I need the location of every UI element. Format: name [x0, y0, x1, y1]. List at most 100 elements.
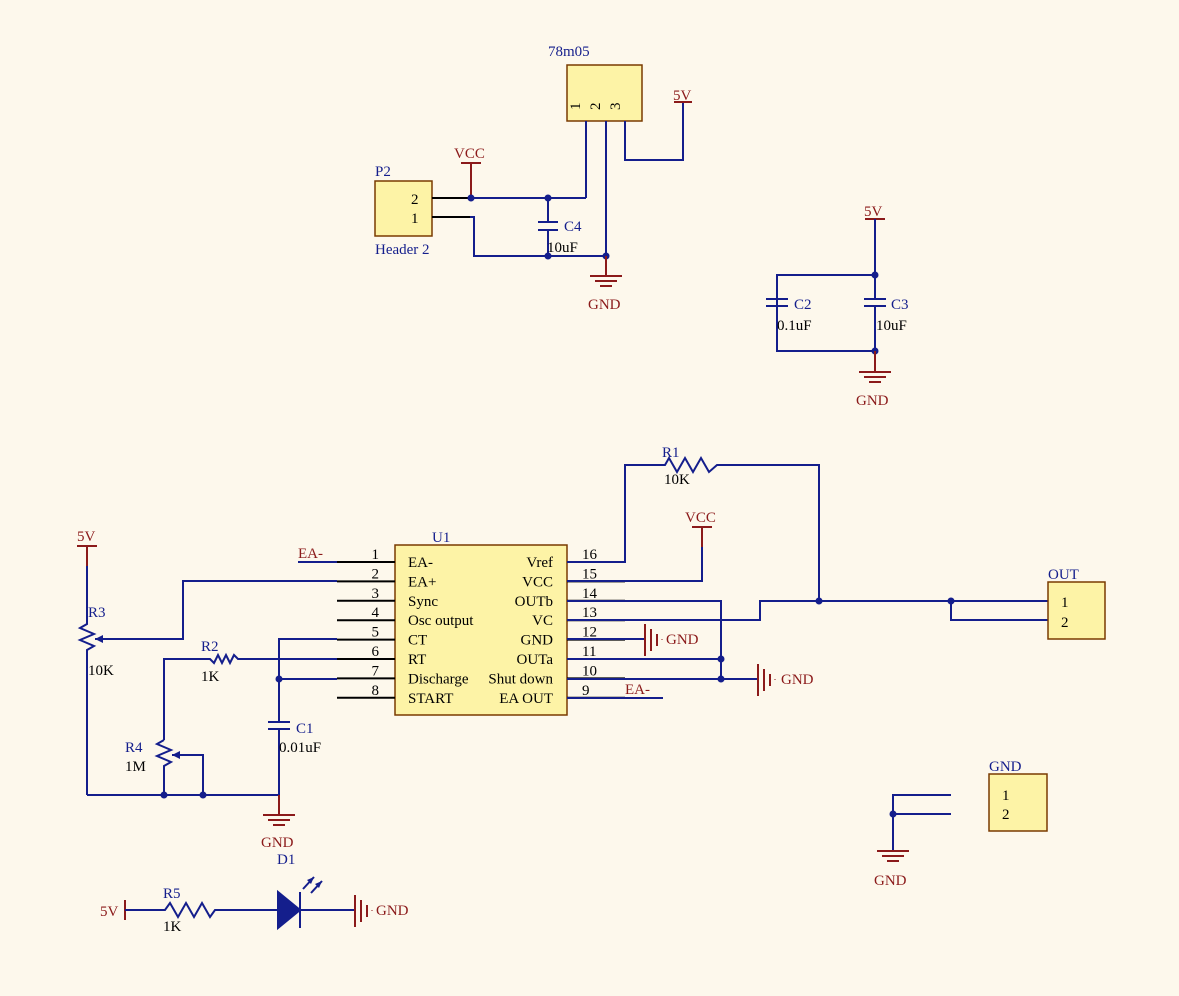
r3-value: 10K — [88, 663, 114, 679]
gndconn-pin1-label: 1 — [1002, 788, 1010, 804]
r5-designator: R5 — [163, 886, 181, 902]
net-label-gnd-p1: GND — [588, 297, 621, 313]
p2-value: Header 2 — [375, 242, 430, 258]
c2-designator: C2 — [794, 297, 812, 313]
c1-value: 0.01uF — [279, 740, 321, 756]
p1-value: 78m05 — [548, 44, 590, 60]
out-designator: OUT — [1048, 567, 1079, 583]
c1-designator: C1 — [296, 721, 314, 737]
u1-pin-name: GND — [521, 633, 554, 649]
u1-pin-name: VCC — [522, 574, 553, 590]
u1-pin-number: 8 — [372, 683, 380, 699]
p2-body — [374, 180, 433, 237]
r1-designator: R1 — [662, 445, 680, 461]
p1-pin3-label: 3 — [608, 103, 624, 111]
u1-pin-name: Discharge — [408, 671, 469, 687]
regulator-p1: 78m05 P1 1 2 3 — [548, 44, 684, 256]
u1-pin-name: CT — [408, 633, 427, 649]
net-label-5v-r3: 5V — [77, 529, 96, 545]
power-flag-5v-led: 5V — [100, 900, 126, 920]
u1-pin-number: 5 — [372, 625, 380, 641]
r4-designator: R4 — [125, 740, 143, 756]
c4-value: 10uF — [547, 240, 578, 256]
gndconn-pin2-label: 2 — [1002, 807, 1010, 823]
power-flag-vcc-u1: VCC — [567, 510, 716, 582]
power-flag-vcc-top: VCC — [454, 146, 485, 198]
u1-pin-number: 11 — [582, 644, 596, 660]
u1-pin-name: Osc output — [408, 613, 474, 629]
ground-symbol-decoupling: GND — [856, 351, 891, 409]
ground-symbol-pin10: GND — [757, 664, 814, 696]
c4-designator: C4 — [564, 219, 582, 235]
r3-designator: R3 — [88, 605, 106, 621]
u1-pin-number: 3 — [372, 586, 380, 602]
led-d1: D1 — [277, 852, 355, 931]
net-label-gnd-timing: GND — [261, 835, 294, 851]
potentiometer-r4: R4 1M — [125, 739, 204, 795]
u1-pin-name: VC — [532, 613, 553, 629]
net-label-gnd-connector: GND — [874, 873, 907, 889]
u1-designator: U1 — [432, 530, 450, 546]
net-label-5v-led: 5V — [100, 904, 119, 920]
u1-pin-number: 9 — [582, 683, 590, 699]
u1-pin-number: 15 — [582, 566, 597, 582]
r4-value: 1M — [125, 759, 146, 775]
ground-symbol-led: GND — [354, 895, 409, 927]
u1-pin-name: EA+ — [408, 574, 436, 590]
u1-pin-name: RT — [408, 652, 426, 668]
u1-pin-name: Shut down — [488, 671, 553, 687]
d1-designator: D1 — [277, 852, 295, 868]
net-label-5v: 5V — [673, 88, 692, 104]
u1-pin-number: 1 — [372, 547, 380, 563]
gndconn-designator: GND — [989, 759, 1022, 775]
ground-symbol-timing: GND — [261, 795, 295, 851]
u1-pin-number: 2 — [372, 566, 380, 582]
resistor-r2: R2 1K — [163, 639, 337, 740]
c3-value: 10uF — [876, 318, 907, 334]
r2-designator: R2 — [201, 639, 219, 655]
ground-symbol-p1: GND — [588, 256, 622, 313]
c3-designator: C3 — [891, 297, 909, 313]
u1-pin-name: OUTa — [517, 652, 554, 668]
c2-value: 0.1uF — [777, 318, 812, 334]
net-label-gnd-pin12: GND — [666, 632, 699, 648]
u1-pin-name: EA- — [408, 555, 433, 571]
net-label-gnd-decoupling: GND — [856, 393, 889, 409]
u1-pin-name: Vref — [526, 555, 553, 571]
u1-pin-number: 13 — [582, 605, 597, 621]
capacitor-c3: C3 10uF — [864, 275, 909, 351]
ground-symbol-pin12: GND — [567, 624, 699, 656]
r2-value: 1K — [201, 669, 220, 685]
header-p2: P2 2 1 Header 2 — [374, 164, 470, 258]
p1-pin2-label: 2 — [588, 103, 604, 111]
connector-out: OUT 1 2 — [1047, 567, 1106, 640]
u1-pin-number: 10 — [582, 663, 597, 679]
r5-value: 1K — [163, 919, 182, 935]
capacitor-c1: C1 0.01uF — [268, 721, 321, 795]
svg-text:EA-: EA- — [625, 682, 650, 698]
net-label-ea-minus-right: EA- — [567, 682, 663, 699]
resistor-r5: R5 1K — [125, 886, 278, 935]
capacitor-c2: C2 0.1uF — [766, 297, 812, 334]
u1-body — [394, 544, 568, 716]
u1-pin-name: EA OUT — [499, 691, 553, 707]
out-pin2-label: 2 — [1061, 615, 1069, 631]
gndconn-body — [988, 773, 1048, 832]
net-label-vcc-top: VCC — [454, 146, 485, 162]
net-label-ea-minus-left: EA- — [298, 546, 337, 563]
net-label-gnd-led: GND — [376, 903, 409, 919]
u1-pin-name: OUTb — [515, 594, 553, 610]
ground-symbol-connector: GND — [874, 850, 909, 889]
p1-pin1-label: 1 — [568, 103, 584, 111]
p1-body — [566, 64, 643, 122]
svg-text:EA-: EA- — [298, 546, 323, 562]
